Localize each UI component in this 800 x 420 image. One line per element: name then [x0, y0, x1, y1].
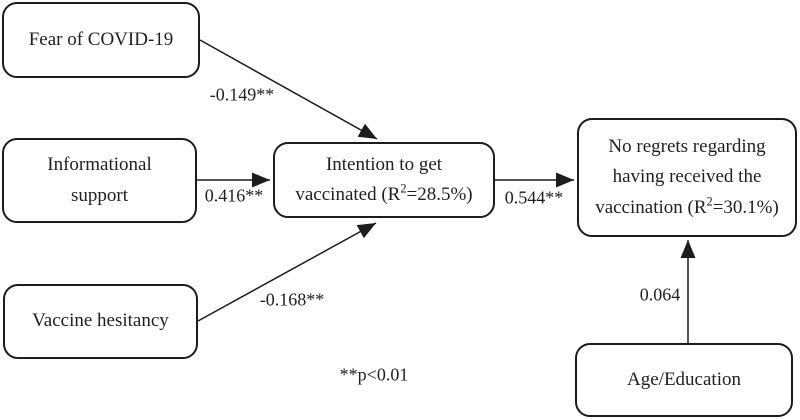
coefficient-age-to-regrets: 0.064 [639, 284, 681, 305]
box-intention-label-line2: vaccinated (R2=28.5%) [295, 180, 472, 210]
coefficient-hesitancy-to-intention: -0.168** [259, 289, 325, 310]
coefficient-fear-to-intention: -0.149** [209, 84, 275, 105]
box-intention-r2-post: =28.5%) [406, 184, 473, 205]
coefficient-info-to-intention: 0.416** [204, 185, 264, 206]
significance-note: **p<0.01 [339, 364, 409, 385]
arrow-fear-to-intention [199, 39, 378, 140]
box-regrets-label-line1: No regrets regarding [608, 136, 766, 158]
box-hesitancy-label: Vaccine hesitancy [32, 310, 169, 332]
box-regrets-r2-post: =30.1%) [712, 196, 779, 218]
box-regrets-r2-sup: 2 [706, 194, 713, 209]
box-age-education: Age/Education [575, 343, 793, 417]
box-fear-of-covid19: Fear of COVID-19 [2, 2, 200, 78]
box-info-label-line1: Informational [47, 154, 152, 176]
box-intention-r2-sup: 2 [400, 181, 407, 196]
box-informational-support: Informational support [2, 138, 197, 223]
box-vaccine-hesitancy: Vaccine hesitancy [3, 284, 198, 359]
box-intention-label-line1: Intention to get [325, 153, 443, 175]
box-intention-r2-pre: vaccinated (R [295, 184, 401, 205]
box-regrets-r2-pre: vaccination (R [595, 196, 707, 218]
box-intention-to-get-vaccinated: Intention to get vaccinated (R2=28.5%) [273, 142, 495, 218]
arrow-hesitancy-to-intention [197, 222, 377, 322]
box-fear-label: Fear of COVID-19 [28, 28, 174, 50]
box-regrets-label-line2: having received the [612, 166, 762, 188]
box-no-regrets-vaccination: No regrets regarding having received the… [577, 118, 797, 237]
box-age-label: Age/Education [627, 368, 741, 390]
box-regrets-label-line3: vaccination (R2=30.1%) [595, 193, 779, 223]
box-info-label-line2: support [71, 184, 128, 206]
coefficient-intention-to-regrets: 0.544** [504, 187, 564, 208]
